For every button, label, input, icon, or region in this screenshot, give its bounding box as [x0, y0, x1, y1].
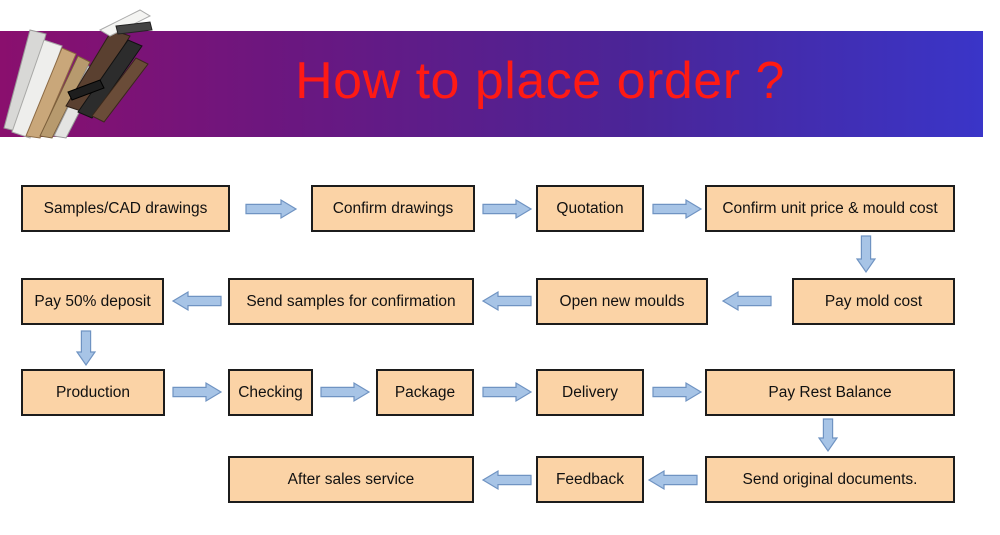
arrow-down-2: [75, 330, 97, 367]
step-quotation: Quotation: [536, 185, 644, 232]
arrow-shape: [652, 198, 703, 220]
arrow-left-1: [721, 290, 772, 312]
aluminum-profiles-image: [3, 9, 153, 139]
arrow-right-1: [245, 198, 298, 220]
arrow-shape: [855, 235, 877, 274]
header-banner: [0, 31, 983, 137]
step-samples-cad-drawings: Samples/CAD drawings: [21, 185, 230, 232]
page-title: How to place order ?: [295, 52, 785, 110]
arrow-right-7: [652, 381, 703, 403]
step-production: Production: [21, 369, 165, 416]
arrow-shape: [817, 418, 839, 453]
step-send-original-documents: Send original documents.: [705, 456, 955, 503]
arrow-shape: [721, 290, 772, 312]
arrow-shape: [320, 381, 371, 403]
arrow-shape: [75, 330, 97, 367]
arrow-left-4: [647, 469, 698, 491]
arrow-shape: [245, 198, 298, 220]
arrow-right-4: [172, 381, 223, 403]
arrow-left-2: [481, 290, 532, 312]
arrow-shape: [171, 290, 222, 312]
arrow-right-6: [482, 381, 533, 403]
arrow-shape: [647, 469, 698, 491]
arrow-shape: [482, 198, 533, 220]
arrow-right-3: [652, 198, 703, 220]
step-confirm-drawings: Confirm drawings: [311, 185, 475, 232]
arrow-right-2: [482, 198, 533, 220]
step-package: Package: [376, 369, 474, 416]
step-delivery: Delivery: [536, 369, 644, 416]
arrow-right-5: [320, 381, 371, 403]
step-pay-deposit: Pay 50% deposit: [21, 278, 164, 325]
step-checking: Checking: [228, 369, 313, 416]
arrow-down-1: [855, 235, 877, 274]
arrow-shape: [481, 469, 532, 491]
arrow-left-3: [171, 290, 222, 312]
arrow-shape: [652, 381, 703, 403]
arrow-shape: [172, 381, 223, 403]
step-send-samples: Send samples for confirmation: [228, 278, 474, 325]
arrow-down-3: [817, 418, 839, 453]
arrow-shape: [482, 381, 533, 403]
step-pay-rest-balance: Pay Rest Balance: [705, 369, 955, 416]
step-confirm-unit-price: Confirm unit price & mould cost: [705, 185, 955, 232]
step-after-sales-service: After sales service: [228, 456, 474, 503]
step-open-new-moulds: Open new moulds: [536, 278, 708, 325]
arrow-left-5: [481, 469, 532, 491]
arrow-shape: [481, 290, 532, 312]
step-feedback: Feedback: [536, 456, 644, 503]
step-pay-mold-cost: Pay mold cost: [792, 278, 955, 325]
